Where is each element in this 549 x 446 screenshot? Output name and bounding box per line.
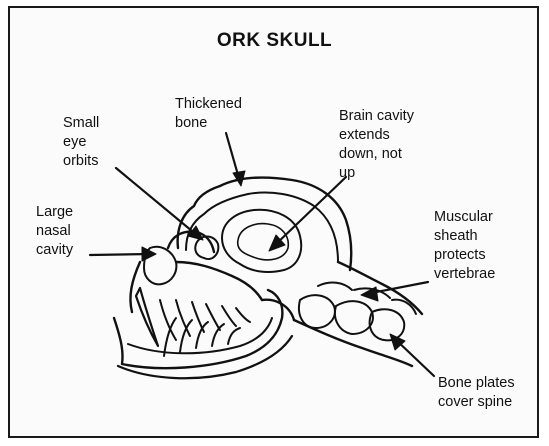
cranium-inner-outline — [186, 193, 338, 263]
tusk — [136, 288, 158, 346]
bone-plate-1 — [318, 283, 352, 290]
brain-cavity — [222, 210, 301, 272]
vertebra-3 — [370, 309, 405, 340]
arrowhead-thickened-bone — [233, 171, 245, 186]
vertebra-2 — [335, 301, 373, 334]
vertebra-1 — [299, 295, 335, 328]
jaw-hinge — [262, 300, 294, 320]
eye-orbit — [195, 237, 218, 260]
arrow-small-eye-orbits — [116, 168, 198, 236]
jaw-base — [118, 336, 292, 378]
arrow-large-nasal-cavity — [90, 254, 150, 255]
lower-jaw — [114, 290, 282, 368]
